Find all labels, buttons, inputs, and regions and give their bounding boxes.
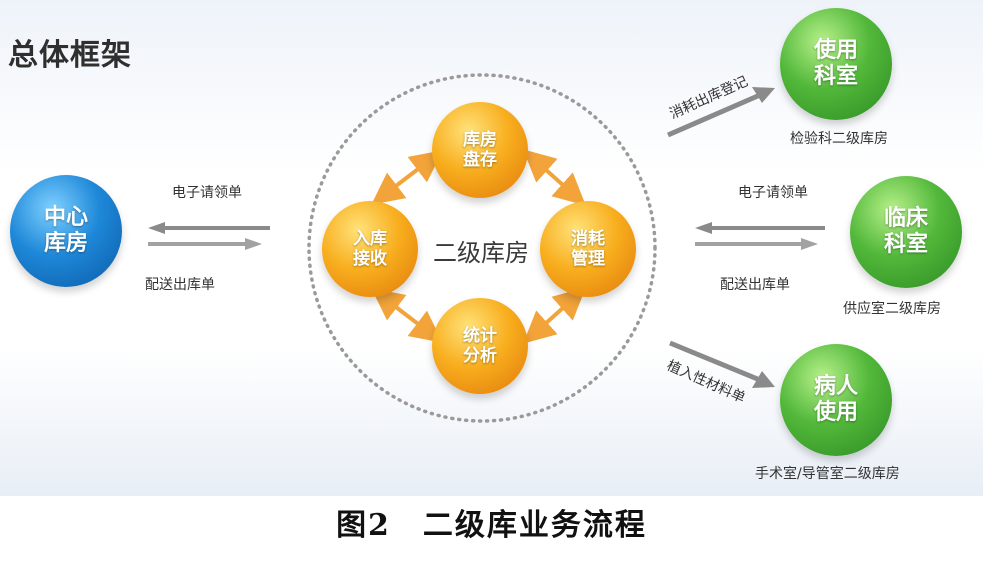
connector-layer	[148, 73, 825, 423]
bottom-right-arrow	[669, 340, 775, 388]
arrow-intake-stats	[371, 288, 443, 343]
node-inventory: 库房 盘存	[432, 102, 528, 198]
center-label: 二级库房	[433, 239, 529, 267]
right-double-arrow	[695, 222, 825, 250]
label-supply-warehouse: 供应室二级库房	[843, 301, 941, 317]
left-double-arrow	[148, 222, 270, 250]
node-central-warehouse: 中心 库房	[10, 175, 122, 287]
label-right-request: 电子请领单	[738, 185, 808, 201]
label-left-request: 电子请领单	[172, 185, 242, 201]
framework-heading: 总体框架	[8, 38, 132, 73]
node-stats: 统计 分析	[432, 298, 528, 394]
top-right-arrow	[667, 87, 775, 138]
node-intake: 入库 接收	[322, 201, 418, 297]
figure-caption: 图2 二级库业务流程	[336, 508, 647, 543]
node-inventory-label: 库房 盘存	[463, 129, 497, 170]
label-surgery-warehouse: 手术室/导管室二级库房	[755, 466, 900, 482]
node-consume-label: 消耗 管理	[571, 228, 605, 269]
node-intake-label: 入库 接收	[353, 228, 387, 269]
node-patient-use: 病人 使用	[780, 344, 892, 456]
dotted-ring	[307, 73, 657, 423]
label-right-dispatch: 配送出库单	[720, 277, 790, 293]
node-lab-label: 使用 科室	[813, 37, 858, 89]
node-patient-label: 病人 使用	[813, 373, 858, 425]
node-consume: 消耗 管理	[540, 201, 636, 297]
diagram-panel: 总体框架 中心 库房 库房 盘存 入库 接收 消耗 管理 统计 分析 二级库房 …	[0, 0, 983, 496]
node-lab-department: 使用 科室	[780, 8, 892, 120]
node-clinic-label: 临床 科室	[883, 205, 928, 257]
arrow-stats-consume	[523, 287, 586, 344]
arrow-inventory-consume	[523, 149, 586, 206]
arrow-intake-inventory	[371, 150, 443, 205]
node-clinical-department: 临床 科室	[850, 176, 962, 288]
label-left-dispatch: 配送出库单	[145, 277, 215, 293]
node-central-label: 中心 库房	[43, 204, 88, 256]
label-lab-warehouse: 检验科二级库房	[790, 131, 888, 147]
node-stats-label: 统计 分析	[463, 325, 497, 366]
